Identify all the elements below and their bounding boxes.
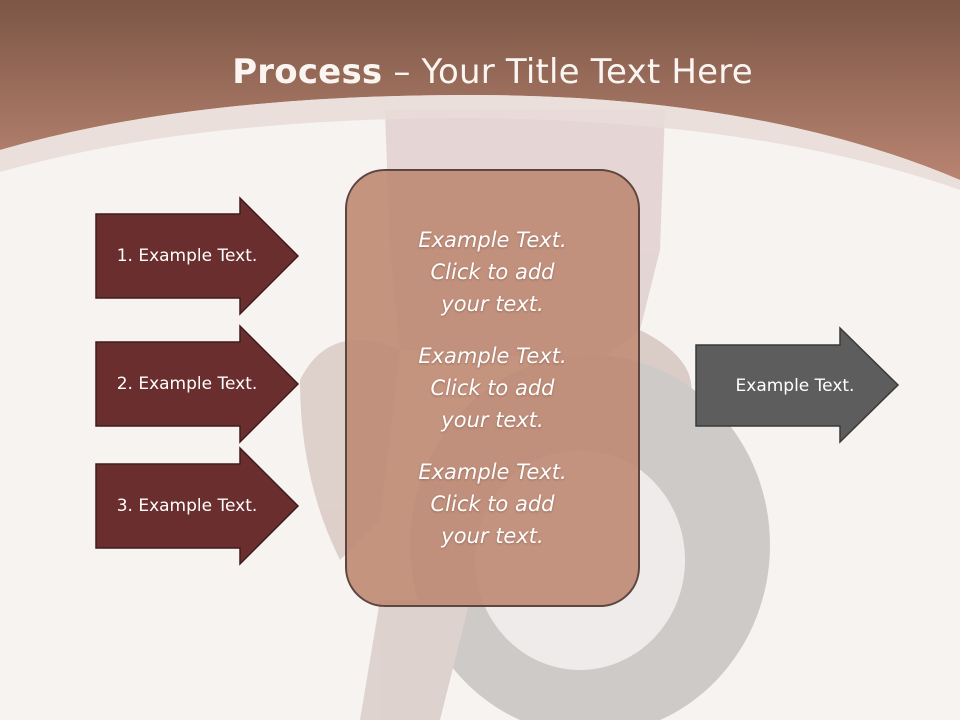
left-arrow-shape-3 xyxy=(95,446,300,566)
slide-title: Process – Your Title Text Here xyxy=(0,52,960,92)
block-3-line-1: Example Text. xyxy=(418,460,567,484)
block-2-line-2: Click to add xyxy=(430,376,555,400)
block-1-line-3: your text. xyxy=(441,292,544,316)
left-arrow-3: 3. Example Text. xyxy=(116,496,258,516)
center-content-box: Example Text. Click to add your text. Ex… xyxy=(345,169,640,607)
left-arrow-2: 2. Example Text. xyxy=(116,374,258,394)
block-2-line-3: your text. xyxy=(441,408,544,432)
center-text-block-1: Example Text. Click to add your text. xyxy=(418,224,566,320)
center-text-block-3: Example Text. Click to add your text. xyxy=(418,456,566,552)
block-2-line-1: Example Text. xyxy=(418,344,567,368)
block-3-line-3: your text. xyxy=(441,524,544,548)
right-arrow: Example Text. xyxy=(735,375,855,396)
title-bold: Process xyxy=(232,52,383,92)
center-text-block-2: Example Text. Click to add your text. xyxy=(418,340,566,436)
title-rest: – Your Title Text Here xyxy=(382,52,753,92)
right-arrow-shape xyxy=(695,326,900,444)
left-arrow-1: 1. Example Text. xyxy=(116,246,258,266)
block-1-line-1: Example Text. xyxy=(418,228,567,252)
left-arrow-shape-1 xyxy=(95,196,300,316)
left-arrow-shape-2 xyxy=(95,324,300,444)
block-3-line-2: Click to add xyxy=(430,492,555,516)
block-1-line-2: Click to add xyxy=(430,260,555,284)
